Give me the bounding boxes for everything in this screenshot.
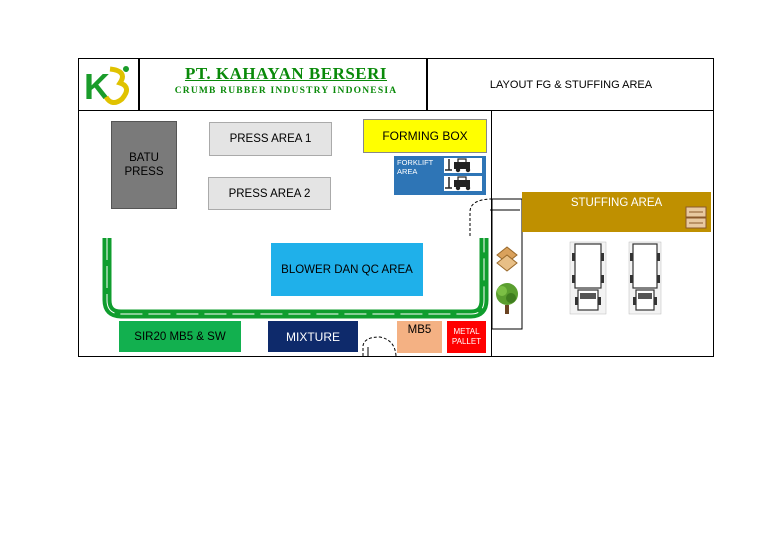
press-area-1: PRESS AREA 1 xyxy=(209,122,332,156)
forklift-area-label: FORKLIFT AREA xyxy=(397,158,434,176)
forklift-area: FORKLIFT AREA xyxy=(394,156,486,195)
forklift-icon xyxy=(444,176,482,191)
stuffing-passage xyxy=(491,198,523,330)
metal-pallet-area: METAL PALLET xyxy=(447,321,486,353)
logo-mark-icon: K xyxy=(84,66,129,107)
tree-icon xyxy=(494,281,520,315)
sir20-area: SIR20 MB5 & SW xyxy=(119,321,241,352)
header-divider-logo xyxy=(138,58,140,111)
forklift-icon xyxy=(444,158,482,173)
truck-icon xyxy=(628,241,662,315)
company-logo: K xyxy=(82,61,136,107)
header-divider-title xyxy=(426,58,428,111)
truck-icon xyxy=(569,241,607,315)
door-arc-icon xyxy=(362,336,397,357)
company-name: PT. KAHAYAN BERSERI xyxy=(184,64,388,83)
pallet-icon xyxy=(685,206,707,230)
mb5-area: MB5 xyxy=(397,321,442,353)
pallet-icon xyxy=(496,246,518,272)
blower-qc-area: BLOWER DAN QC AREA xyxy=(271,243,423,296)
stuffing-area-label: STUFFING AREA xyxy=(570,197,663,209)
company-tagline: CRUMB RUBBER INDUSTRY INDONESIA xyxy=(174,86,398,96)
stuffing-area: STUFFING AREA xyxy=(522,192,711,232)
mixture-area: MIXTURE xyxy=(268,321,358,352)
batu-press-area: BATU PRESS xyxy=(111,121,177,209)
layout-title: LAYOUT FG & STUFFING AREA xyxy=(489,79,653,91)
door-arc-icon xyxy=(469,198,520,236)
press-area-2: PRESS AREA 2 xyxy=(208,177,331,210)
forming-box-area: FORMING BOX xyxy=(363,119,487,153)
